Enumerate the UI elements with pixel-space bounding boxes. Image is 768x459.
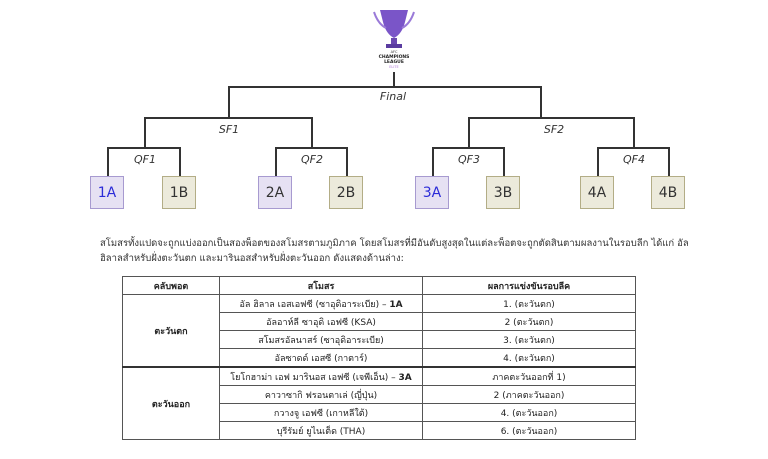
svg-text:ELITE: ELITE (389, 65, 399, 69)
qf2-label: QF2 (301, 153, 323, 166)
sf2-label: SF2 (543, 123, 565, 136)
club-cell: บุรีรัมย์ ยูไนเต็ด (THA) (219, 421, 423, 440)
svg-text:LEAGUE: LEAGUE (384, 59, 404, 65)
table-header-row: คลับพอต สโมสร ผลการแข่งขันรอบลีค (122, 276, 636, 295)
table-row: สโมสรอัลนาสร์ (ซาอุดิอาระเบีย)3. (ตะวันต… (123, 330, 636, 349)
header-club: สโมสร (219, 276, 423, 295)
pots-table: คลับพอต สโมสร ผลการแข่งขันรอบลีค ตะวันตก… (122, 276, 636, 440)
header-pot: คลับพอต (122, 276, 220, 295)
result-cell: 6. (ตะวันออก) (422, 421, 636, 440)
header-league-result: ผลการแข่งขันรอบลีค (422, 276, 636, 295)
qf3-label: QF3 (458, 153, 480, 166)
team-3b: 3B (486, 176, 520, 209)
pot-east: ตะวันออก (122, 366, 220, 440)
svg-text:AFC: AFC (391, 50, 398, 54)
table-row: อัลอาห์ลี ซาอุดิ เอฟซี (KSA)2 (ตะวันตก) (123, 312, 636, 331)
qf4-label: QF4 (623, 153, 645, 166)
svg-text:CHAMPIONS: CHAMPIONS (379, 54, 410, 60)
team-1a: 1A (90, 176, 124, 209)
team-1b: 1B (162, 176, 196, 209)
result-cell: ภาคตะวันออกที่ 1) (422, 366, 636, 386)
team-3a: 3A (415, 176, 449, 209)
result-cell: 4. (ตะวันตก) (422, 348, 636, 368)
table-row: ตะวันตก อัล ฮิลาล เอสเอฟซี (ซาอุดิอาระเบ… (122, 294, 636, 368)
table-row: กวางจู เอฟซี (เกาหลีใต้)4. (ตะวันออก) (123, 403, 636, 422)
club-cell: โยโกฮาม่า เอฟ มารินอส เอฟซี (เจพีเอ็น) –… (219, 366, 423, 386)
club-cell: อัลซาดด์ เอสซี (กาตาร์) (219, 348, 423, 368)
pot-west: ตะวันตก (122, 294, 220, 368)
club-cell: กวางจู เอฟซี (เกาหลีใต้) (219, 403, 423, 422)
table-row: ตะวันออก โยโกฮาม่า เอฟ มารินอส เอฟซี (เจ… (122, 366, 636, 440)
result-cell: 2 (ภาคตะวันออก) (422, 385, 636, 404)
club-cell: อัล ฮิลาล เอสเอฟซี (ซาอุดิอาระเบีย) – 1A (219, 294, 423, 313)
table-row: บุรีรัมย์ ยูไนเต็ด (THA)6. (ตะวันออก) (123, 421, 636, 440)
final-label: Final (379, 90, 407, 103)
result-cell: 3. (ตะวันตก) (422, 330, 636, 349)
result-cell: 4. (ตะวันออก) (422, 403, 636, 422)
club-cell: สโมสรอัลนาสร์ (ซาอุดิอาระเบีย) (219, 330, 423, 349)
club-cell: คาวาซากิ ฟรอนตาเล่ (ญี่ปุ่น) (219, 385, 423, 404)
result-cell: 2 (ตะวันตก) (422, 312, 636, 331)
description-text: สโมสรทั้งแปดจะถูกแบ่งออกเป็นสองพ็อตของสโ… (100, 238, 689, 264)
qf1-label: QF1 (134, 153, 156, 166)
team-4b: 4B (651, 176, 685, 209)
team-4a: 4A (580, 176, 614, 209)
table-row: อัลซาดด์ เอสซี (กาตาร์)4. (ตะวันตก) (123, 348, 636, 368)
team-2b: 2B (329, 176, 363, 209)
team-2a: 2A (258, 176, 292, 209)
afc-champions-league-elite-logo: AFC CHAMPIONS LEAGUE ELITE (372, 8, 416, 70)
result-cell: 1. (ตะวันตก) (422, 294, 636, 313)
club-cell: อัลอาห์ลี ซาอุดิ เอฟซี (KSA) (219, 312, 423, 331)
sf1-label: SF1 (218, 123, 240, 136)
